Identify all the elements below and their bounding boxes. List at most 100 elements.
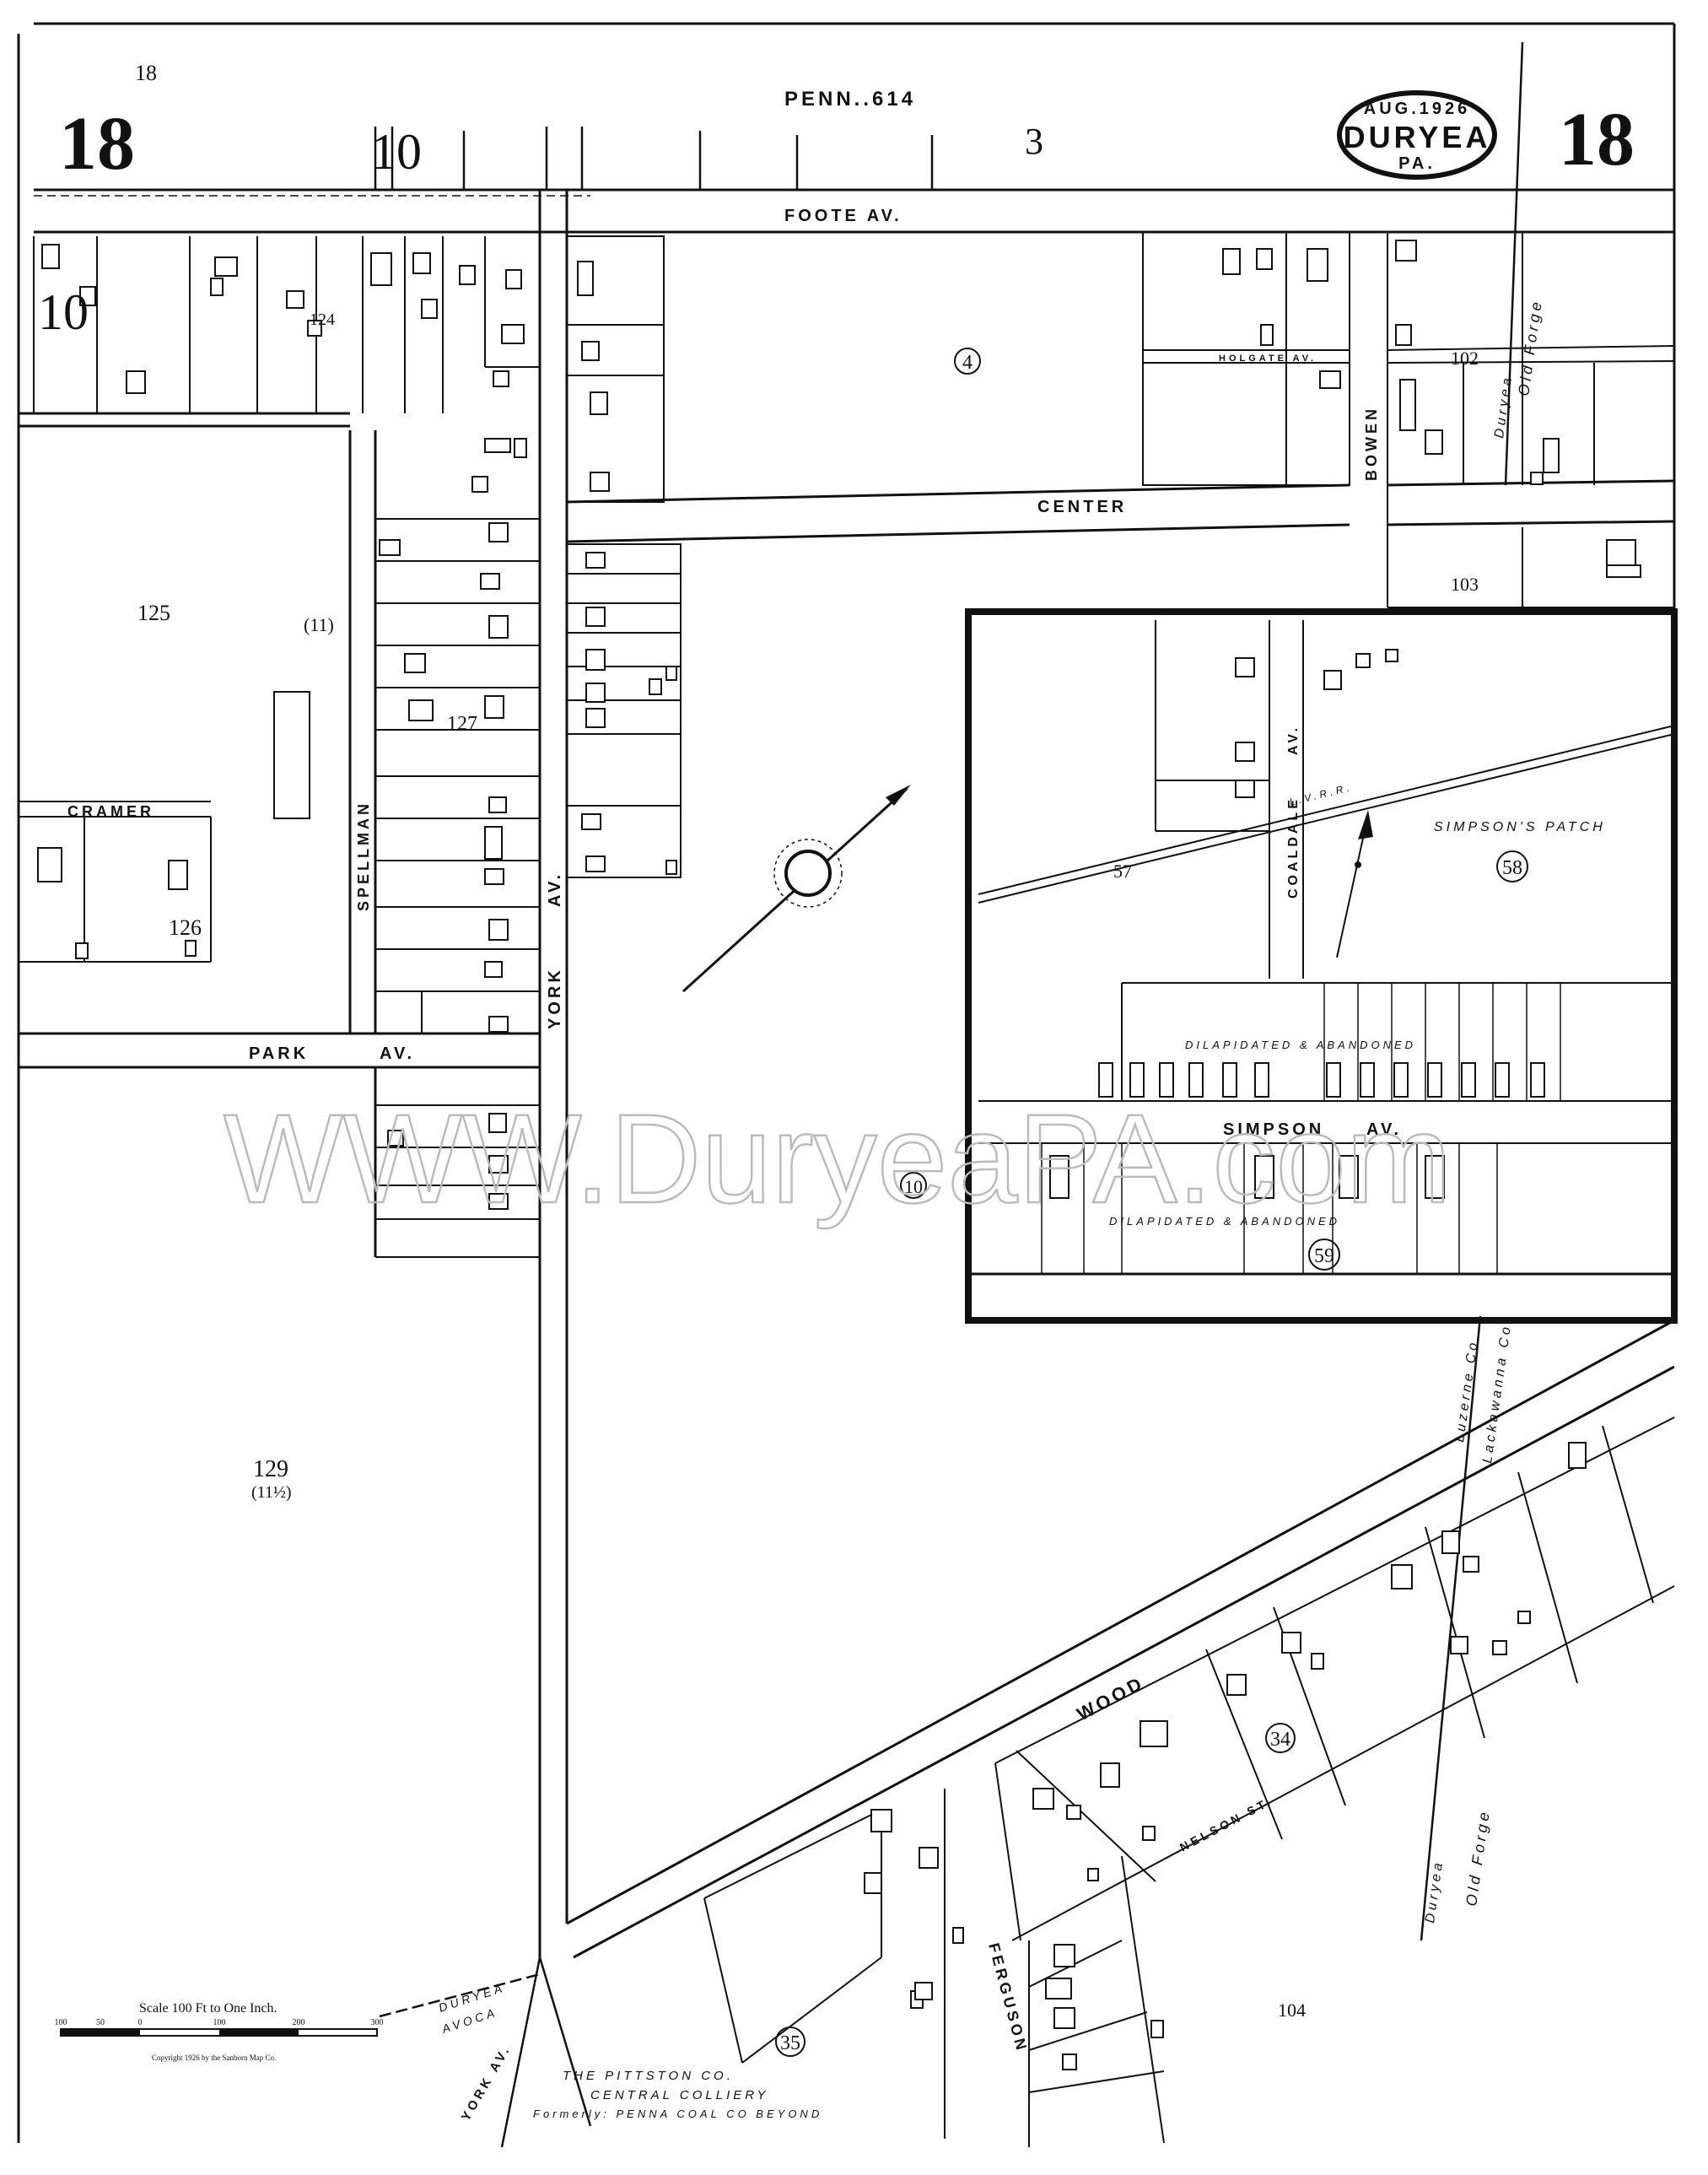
stamp-state: PA. bbox=[1398, 154, 1436, 173]
building-footprint bbox=[421, 299, 438, 319]
foote-avenue bbox=[34, 188, 1674, 234]
block-numbers: 4 10 10 10 125 (11) 126 127 129 (11½) 12… bbox=[38, 124, 1528, 2057]
label-cramer: CRAMER bbox=[67, 803, 154, 820]
building-footprint bbox=[1256, 248, 1273, 270]
label-coaldale-av: AV. bbox=[1286, 725, 1301, 755]
building-footprint bbox=[952, 1927, 964, 1944]
building-footprint bbox=[408, 699, 434, 721]
stamp-date: AUG.1926 bbox=[1364, 100, 1471, 118]
building-footprint bbox=[1393, 1062, 1409, 1098]
building-footprint bbox=[585, 649, 606, 671]
block-10-top: 10 bbox=[371, 124, 422, 180]
building-footprint bbox=[488, 1155, 509, 1174]
building-footprint bbox=[370, 252, 392, 286]
label-center: CENTER bbox=[1037, 498, 1127, 516]
label-spellman: SPELLMAN bbox=[355, 801, 372, 911]
building-footprint bbox=[665, 860, 677, 875]
label-coaldale: COALDALE bbox=[1286, 796, 1301, 899]
label-dilapidated-lower: DILAPIDATED & ABANDONED bbox=[1109, 1215, 1340, 1228]
cramer-block bbox=[19, 801, 212, 963]
building-footprint bbox=[1053, 2007, 1075, 2029]
building-footprint bbox=[1463, 1556, 1479, 1573]
building-footprint bbox=[585, 683, 606, 703]
building-footprint bbox=[1425, 1155, 1445, 1199]
building-footprint bbox=[1391, 1564, 1413, 1589]
block-124: 124 bbox=[310, 310, 335, 329]
building-footprint bbox=[488, 1113, 507, 1133]
building-footprint bbox=[1032, 1788, 1054, 1810]
building-footprint bbox=[286, 290, 304, 309]
building-footprint bbox=[1568, 1442, 1587, 1469]
block-127: 127 bbox=[447, 713, 477, 735]
building-footprint bbox=[1495, 1062, 1510, 1098]
block-104: 104 bbox=[1278, 2000, 1306, 2021]
inset-north-arrow-icon bbox=[1336, 810, 1373, 958]
label-park: PARK bbox=[249, 1044, 309, 1063]
building-footprint bbox=[168, 860, 188, 890]
building-footprint bbox=[1222, 1062, 1237, 1098]
building-footprint bbox=[1360, 1062, 1375, 1098]
block-129-sub: (11½) bbox=[251, 1483, 292, 1502]
building-footprint bbox=[1140, 1720, 1168, 1747]
building-footprint bbox=[493, 370, 509, 387]
building-footprint bbox=[590, 472, 610, 492]
building-footprint bbox=[488, 522, 509, 542]
building-footprint bbox=[379, 539, 401, 556]
building-footprint bbox=[404, 653, 426, 673]
label-simpsons-patch: SIMPSON'S PATCH bbox=[1434, 820, 1606, 834]
building-footprint bbox=[1311, 1653, 1324, 1670]
penn-code: PENN..614 bbox=[784, 88, 916, 111]
building-footprint bbox=[1399, 379, 1416, 431]
small-sheet-number: 18 bbox=[135, 61, 157, 85]
label-york-av: AV. bbox=[546, 872, 564, 907]
label-simpson: SIMPSON bbox=[1223, 1120, 1324, 1139]
building-footprint bbox=[1222, 248, 1241, 275]
building-footprint bbox=[581, 813, 601, 830]
sheet-number-left: 18 bbox=[59, 102, 135, 186]
building-footprint bbox=[864, 1872, 882, 1894]
municipal-boundary-upper bbox=[1504, 41, 1524, 486]
building-footprint bbox=[488, 796, 507, 813]
building-footprint bbox=[1427, 1062, 1442, 1098]
inset-streets bbox=[978, 620, 1675, 1144]
scale-tick-label: 100 bbox=[55, 2018, 67, 2027]
block-125-outline bbox=[19, 412, 350, 428]
building-footprint bbox=[210, 278, 224, 296]
building-footprint bbox=[1235, 780, 1255, 798]
block-11: (11) bbox=[304, 614, 334, 635]
block-57: 57 bbox=[1113, 861, 1132, 882]
scale-tick-label: 100 bbox=[213, 2018, 226, 2027]
building-footprint bbox=[577, 261, 594, 296]
building-footprint bbox=[387, 1130, 404, 1147]
building-footprint bbox=[1281, 1632, 1301, 1654]
scale-tick-label: 300 bbox=[371, 2018, 384, 2027]
block-34: 34 bbox=[1270, 1729, 1290, 1751]
label-park-av: AV. bbox=[380, 1044, 415, 1063]
inset-frame bbox=[965, 608, 1678, 1324]
lots-spellman-york bbox=[375, 518, 540, 1258]
building-footprint bbox=[1492, 1640, 1507, 1655]
building-footprint bbox=[585, 708, 606, 728]
building-footprint bbox=[1326, 1062, 1341, 1098]
block-10: 10 bbox=[904, 1176, 923, 1197]
scale-tick-label: 50 bbox=[96, 2018, 105, 2027]
scale-tick-label: 0 bbox=[138, 2018, 143, 2027]
building-footprint bbox=[585, 607, 606, 627]
building-footprint bbox=[514, 438, 527, 458]
building-footprint bbox=[1543, 438, 1560, 473]
building-footprint bbox=[1159, 1062, 1174, 1098]
building-footprint bbox=[1441, 1530, 1460, 1554]
label-simpson-av: AV. bbox=[1366, 1120, 1402, 1139]
block-4: 4 bbox=[962, 352, 973, 374]
building-footprint bbox=[1045, 1978, 1072, 2000]
building-footprint bbox=[870, 1809, 892, 1832]
building-footprint bbox=[1461, 1062, 1476, 1098]
block-59: 59 bbox=[1314, 1245, 1334, 1267]
block-35: 35 bbox=[780, 2032, 800, 2054]
block-125: 125 bbox=[137, 601, 170, 625]
stamp-town: DURYEA bbox=[1344, 120, 1491, 154]
building-footprint bbox=[37, 847, 62, 882]
label-holgate: HOLGATE AV. bbox=[1219, 354, 1317, 364]
building-footprint bbox=[1385, 649, 1398, 662]
